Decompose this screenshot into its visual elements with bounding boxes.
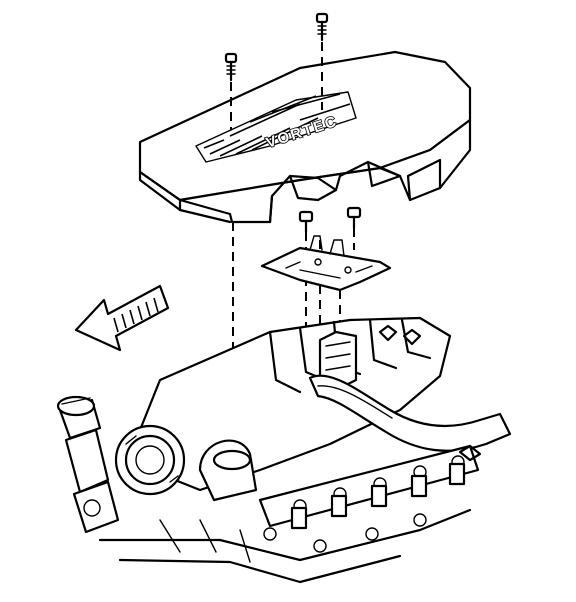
bracket-bolt-left	[298, 210, 314, 234]
bracket-bolt-right	[346, 206, 362, 230]
cover-bolt-right	[315, 12, 329, 42]
cover-bolt-left	[224, 52, 238, 82]
cover-bracket	[260, 235, 392, 292]
engine-cover: VORTEC	[138, 50, 472, 224]
front-arrow-icon	[74, 284, 170, 352]
engine-intake-assembly	[56, 316, 512, 584]
